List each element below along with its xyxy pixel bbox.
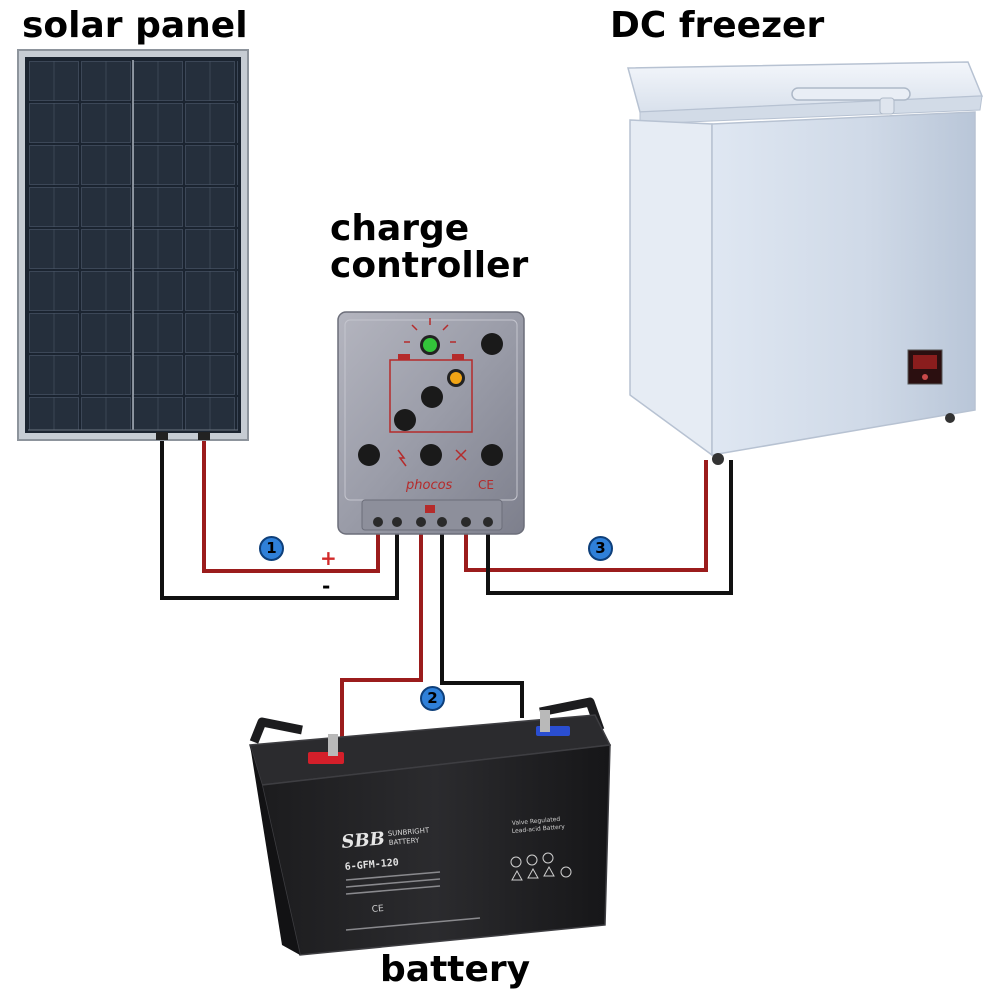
charge-controller-label: charge controller <box>330 210 528 284</box>
solar-negative-wire <box>160 438 399 600</box>
charge-controller-image: phocos CE <box>337 311 525 535</box>
positive-sign: + <box>320 546 337 570</box>
battery-negative-wire <box>440 525 524 718</box>
negative-sign: - <box>322 574 331 598</box>
battery-positive-wire <box>340 525 423 738</box>
freezer-negative-wire <box>486 460 733 595</box>
controller-ce-mark: CE <box>478 478 494 492</box>
connection-badge-battery: 2 <box>420 686 445 711</box>
battery-image: SBB SUNBRIGHT BATTERY 6-GFM-120 Valve Re… <box>249 697 612 956</box>
controller-brand: phocos <box>405 478 453 493</box>
charge-controller-label-line1: charge <box>330 208 470 249</box>
battery-logo: SBB <box>341 828 386 853</box>
dc-freezer-label: DC freezer <box>610 5 825 46</box>
connection-badge-solar: 1 <box>259 536 284 561</box>
battery-type-line1: Valve Regulated <box>512 816 561 827</box>
battery-type-line2: Lead-acid Battery <box>512 823 566 835</box>
dc-freezer-image <box>627 61 984 465</box>
connection-badge-freezer: 3 <box>588 536 613 561</box>
battery-brand-line2: BATTERY <box>388 836 420 847</box>
battery-cert: CE <box>371 904 384 915</box>
solar-positive-wire <box>202 438 380 573</box>
wires <box>160 438 733 738</box>
battery-brand-line1: SUNBRIGHT <box>387 826 430 838</box>
freezer-positive-wire <box>464 460 708 572</box>
solar-panel-label: solar panel <box>22 5 248 46</box>
battery-label: battery <box>380 949 531 990</box>
charge-controller-label-line2: controller <box>330 245 529 287</box>
solar-panel-image <box>17 49 249 441</box>
battery-model: 6-GFM-120 <box>344 857 399 873</box>
